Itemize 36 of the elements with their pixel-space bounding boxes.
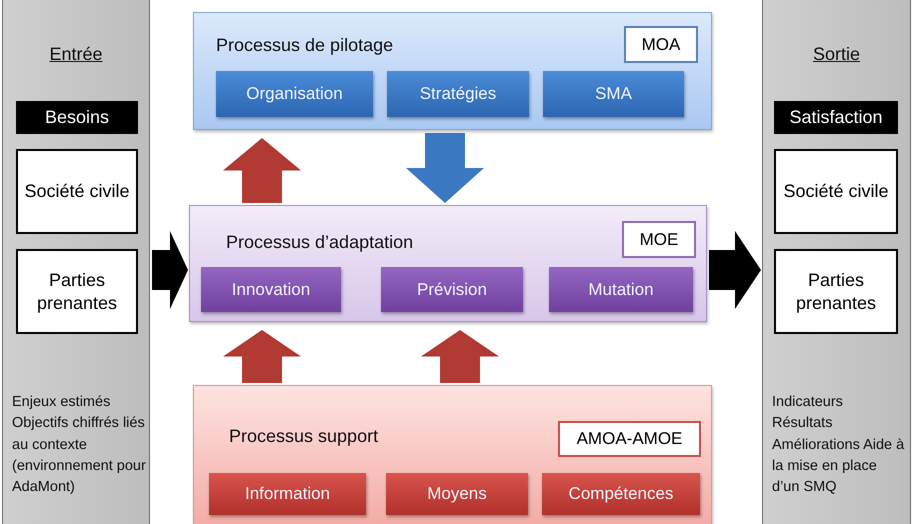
role-label: MOA: [624, 26, 698, 63]
process-item: Stratégies: [387, 71, 529, 117]
block-arrow: [406, 133, 484, 203]
process-item: Organisation: [216, 71, 373, 117]
stakeholder-label: Parties prenantes: [774, 249, 898, 334]
process-item: SMA: [543, 71, 684, 117]
stakeholder-label: Société civile: [16, 149, 138, 234]
header-label: Besoins: [16, 101, 138, 134]
process-item: Mutation: [549, 267, 693, 312]
process-item: Compétences: [542, 473, 700, 515]
header-label: Satisfaction: [774, 101, 898, 134]
process-item: Prévision: [381, 267, 523, 312]
process-item: Innovation: [201, 267, 341, 312]
block-arrow: [223, 330, 301, 383]
process-item: Moyens: [386, 473, 528, 515]
panel-title: Processus de pilotage: [216, 35, 394, 56]
notes-text: Enjeux estimés Objectifs chiffrés liés au contexte (environnement pour AdaMont): [12, 393, 147, 498]
role-label: AMOA-AMOE: [558, 421, 701, 457]
stakeholder-label: Société civile: [774, 149, 898, 234]
block-arrow: [709, 231, 761, 309]
process-panel: [193, 385, 712, 524]
side-panel: [2, 0, 150, 524]
panel-title: Processus support: [229, 426, 378, 447]
process-panel: [189, 205, 707, 322]
block-arrow: [223, 138, 301, 203]
stakeholder-label: Parties prenantes: [16, 249, 138, 334]
role-label: MOE: [622, 221, 696, 258]
panel-title: Processus d’adaptation: [226, 232, 414, 253]
side-panel: [762, 0, 911, 524]
block-arrow: [152, 231, 188, 309]
column-heading: Entrée: [48, 44, 104, 65]
column-heading: Sortie: [812, 44, 862, 65]
process-panel: [193, 12, 712, 130]
block-arrow: [421, 330, 499, 383]
process-item: Information: [209, 473, 366, 515]
notes-text: Indicateurs Résultats Améliorations Aide à la mise en place d’un SMQ: [772, 393, 906, 498]
